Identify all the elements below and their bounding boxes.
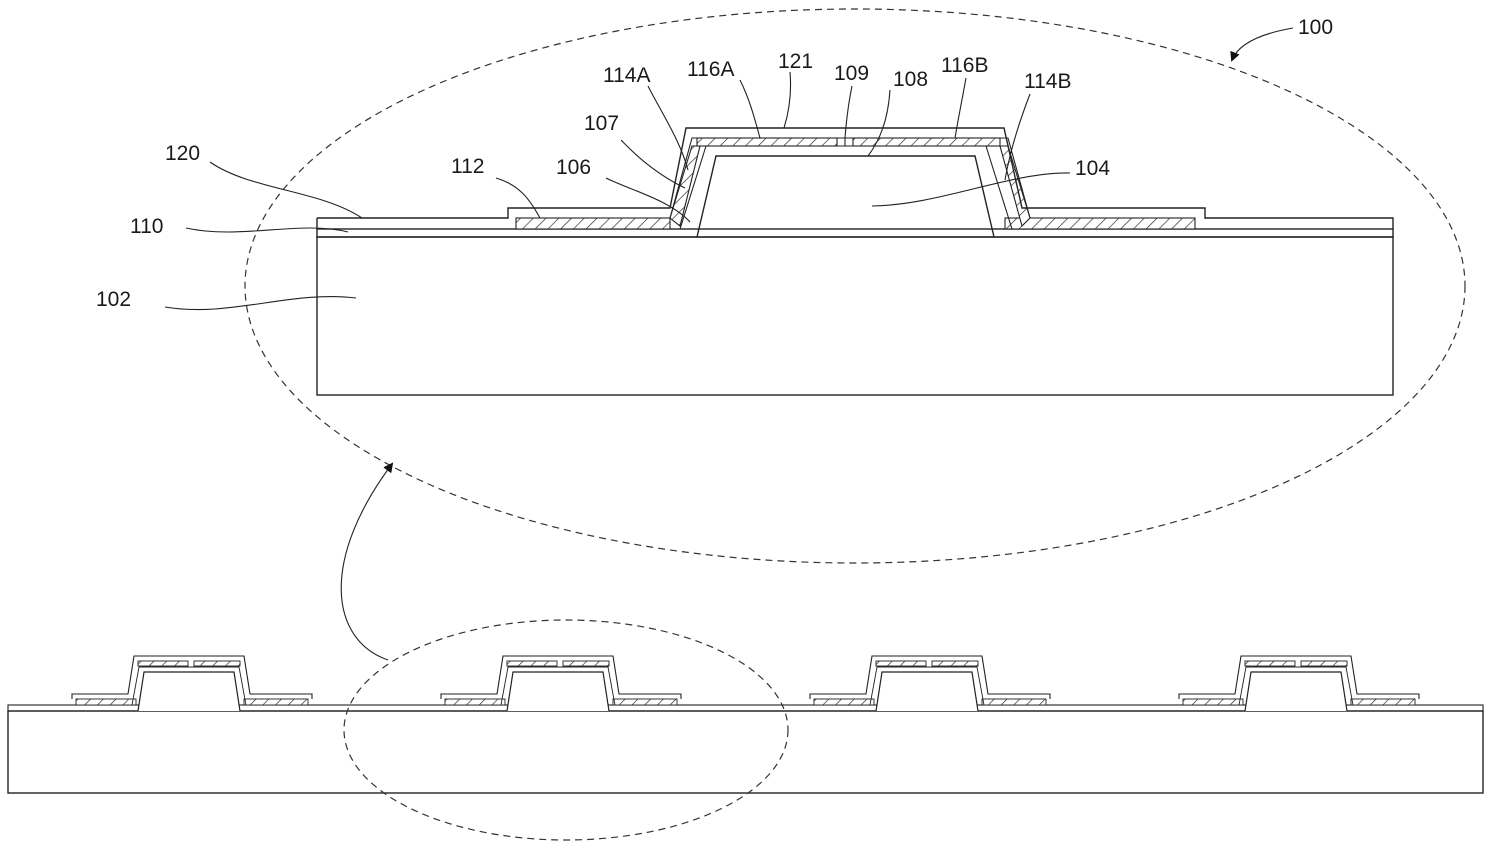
layer-110 xyxy=(317,229,1393,237)
label-104: 104 xyxy=(1075,157,1110,180)
magnification-ellipse xyxy=(245,9,1465,563)
wafer-device-4 xyxy=(1179,656,1419,711)
wafer-pad-left xyxy=(1183,699,1243,705)
label-114b: 114B xyxy=(1024,70,1072,93)
wafer-top-electrode-b xyxy=(932,661,978,666)
leader-121 xyxy=(784,72,791,128)
wafer-devices xyxy=(72,656,1419,711)
enlarged-view: 100 120 110 102 112 106 107 114A 116A 12… xyxy=(96,9,1465,563)
wafer-top-electrode-b xyxy=(1301,661,1347,666)
label-114a: 114A xyxy=(603,64,651,87)
wafer-mesa xyxy=(876,672,978,711)
wafer-device-3 xyxy=(810,656,1050,711)
mesa-104 xyxy=(697,156,994,237)
wafer-pad-right xyxy=(982,699,1046,705)
detail-ellipse xyxy=(344,620,788,840)
wafer-pad-left xyxy=(814,699,874,705)
layer-106 xyxy=(680,146,1012,229)
leader-116b xyxy=(955,78,966,138)
layer-107 xyxy=(670,138,1030,218)
leader-109 xyxy=(845,86,852,138)
leader-114a xyxy=(648,86,688,170)
label-121: 121 xyxy=(778,50,813,73)
wafer-top-electrode-b xyxy=(194,661,240,666)
leader-104 xyxy=(872,173,1070,206)
wafer-pad-right xyxy=(1351,699,1415,705)
wafer-pad-right xyxy=(613,699,677,705)
label-100: 100 xyxy=(1298,16,1333,39)
wafer-top-electrode-a xyxy=(1245,661,1295,666)
label-108: 108 xyxy=(893,68,928,91)
magnify-arrow xyxy=(341,464,392,660)
wafer-device-1 xyxy=(72,656,312,711)
substrate-102 xyxy=(317,237,1393,395)
leader-116a xyxy=(740,80,760,138)
wafer-pad-left xyxy=(76,699,136,705)
pad-112-left xyxy=(516,218,670,229)
label-112: 112 xyxy=(451,155,484,178)
wafer-top-electrode-a xyxy=(138,661,188,666)
leader-102 xyxy=(165,297,356,310)
wafer-device-2 xyxy=(441,656,681,711)
wafer-mesa xyxy=(138,672,240,711)
label-102: 102 xyxy=(96,288,131,311)
label-116b: 116B xyxy=(941,54,989,77)
wafer-top-electrode-a xyxy=(876,661,926,666)
top-electrode-116a xyxy=(697,138,837,146)
label-110: 110 xyxy=(130,215,163,238)
pad-112-right xyxy=(1005,218,1195,229)
leader-100 xyxy=(1232,28,1293,60)
leader-112 xyxy=(496,178,540,218)
wafer-mesa xyxy=(507,672,609,711)
sidewall-114b xyxy=(1000,146,1030,226)
wafer-top-electrode-a xyxy=(507,661,557,666)
leader-110 xyxy=(186,228,348,232)
wafer-mesa xyxy=(1245,672,1347,711)
wafer-pad-right xyxy=(244,699,308,705)
wafer-pad-left xyxy=(445,699,505,705)
wafer-view xyxy=(8,620,1483,840)
leader-120 xyxy=(210,162,362,218)
wafer-substrate xyxy=(8,711,1483,793)
label-116a: 116A xyxy=(687,58,735,81)
label-120: 120 xyxy=(165,142,200,165)
label-107: 107 xyxy=(584,112,619,135)
label-106: 106 xyxy=(556,156,591,179)
wafer-top-electrode-b xyxy=(563,661,609,666)
label-109: 109 xyxy=(834,62,869,85)
